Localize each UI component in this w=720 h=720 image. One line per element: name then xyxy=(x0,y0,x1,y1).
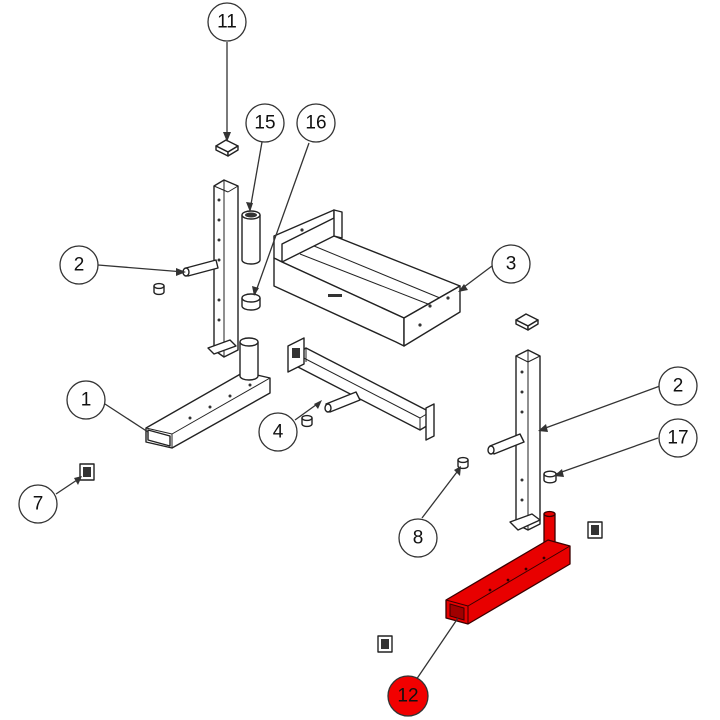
callout-2-right-label: 2 xyxy=(673,376,684,397)
callout-12-label: 12 xyxy=(397,686,418,707)
left-peg-cap xyxy=(153,282,165,296)
square-cap-right xyxy=(587,521,603,539)
callout-11-label: 11 xyxy=(217,12,237,33)
callout-7: 7 xyxy=(18,484,58,524)
callout-1-label: 1 xyxy=(81,390,92,411)
callout-2-right: 2 xyxy=(658,366,698,406)
leader-lines xyxy=(55,42,661,681)
right-weight-peg xyxy=(487,433,525,455)
callout-16-label: 16 xyxy=(305,113,326,134)
left-upright-post xyxy=(207,179,239,358)
right-upright-post xyxy=(509,349,541,531)
part-11-right-end-cap xyxy=(515,313,539,331)
part-7-square-cap xyxy=(79,463,95,481)
callout-2-left-label: 2 xyxy=(74,255,85,276)
callout-4-label: 4 xyxy=(273,422,284,443)
part-4-crossbar xyxy=(287,337,435,441)
callout-12-highlighted: 12 xyxy=(387,675,429,717)
part-15-sleeve xyxy=(241,210,261,265)
left-base-foot xyxy=(145,337,271,449)
crossbar-peg-cap xyxy=(301,414,313,428)
part-3-shelf xyxy=(273,209,461,347)
part-12-base-foot-highlighted xyxy=(445,510,571,625)
callout-15: 15 xyxy=(245,103,285,143)
square-cap-bottom xyxy=(377,635,393,653)
callout-17-label: 17 xyxy=(667,428,688,449)
callout-15-label: 15 xyxy=(254,113,275,134)
left-weight-peg xyxy=(182,259,219,277)
callout-3: 3 xyxy=(491,244,531,284)
part-8-cap xyxy=(457,456,469,470)
callout-4: 4 xyxy=(258,412,298,452)
callout-8: 8 xyxy=(398,518,438,558)
part-16-cap xyxy=(241,293,261,311)
callout-1: 1 xyxy=(66,380,106,420)
callout-11: 11 xyxy=(207,2,247,42)
callout-16: 16 xyxy=(296,103,336,143)
callout-17: 17 xyxy=(658,418,698,458)
part-17-cap xyxy=(543,470,557,484)
callout-2-left: 2 xyxy=(59,245,99,285)
callout-3-label: 3 xyxy=(506,254,517,275)
callout-8-label: 8 xyxy=(413,528,424,549)
part-11-end-cap xyxy=(215,139,239,157)
callout-7-label: 7 xyxy=(33,494,44,515)
